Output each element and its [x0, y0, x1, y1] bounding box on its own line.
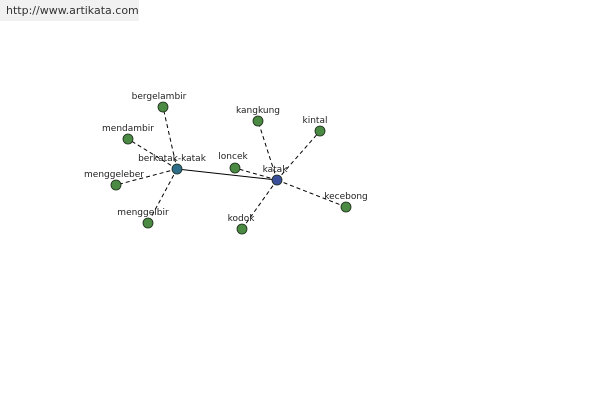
site-url[interactable]: http://www.artikata.com	[6, 4, 139, 17]
edge-berkatak-katak-menggeleber	[115, 168, 178, 186]
node-menggeleber[interactable]	[110, 179, 122, 191]
node-label-menggelbir[interactable]: menggelbir	[117, 208, 169, 218]
node-label-kintal[interactable]: kintal	[303, 116, 328, 126]
url-bar: http://www.artikata.com	[0, 0, 139, 21]
edge-katak-kangkung	[257, 120, 278, 181]
edge-katak-kodok	[241, 179, 278, 230]
edges-layer	[115, 106, 347, 230]
node-berkatak-katak[interactable]	[171, 163, 183, 175]
node-label-katak[interactable]: katak	[263, 165, 289, 175]
node-label-loncek[interactable]: loncek	[218, 152, 248, 162]
node-label-mendambir[interactable]: mendambir	[102, 124, 154, 134]
node-kecebong[interactable]	[340, 201, 352, 213]
edge-berkatak-katak-bergelambir	[162, 106, 178, 170]
node-menggelbir[interactable]	[142, 217, 154, 229]
node-katak[interactable]	[271, 174, 283, 186]
node-label-menggeleber[interactable]: menggeleber	[84, 170, 144, 180]
node-label-berkatak-katak[interactable]: berkatak-katak	[138, 154, 207, 164]
node-mendambir[interactable]	[122, 133, 134, 145]
node-label-bergelambir[interactable]: bergelambir	[132, 92, 187, 102]
edge-katak-kintal	[276, 130, 321, 181]
node-loncek[interactable]	[229, 162, 241, 174]
node-kodok[interactable]	[236, 223, 248, 235]
edge-berkatak-katak-menggelbir	[147, 168, 178, 224]
node-kintal[interactable]	[314, 125, 326, 137]
nodes-layer	[110, 101, 352, 235]
node-label-kecebong[interactable]: kecebong	[324, 192, 368, 202]
edge-berkatak-katak-katak	[176, 168, 278, 181]
edge-katak-kecebong	[276, 179, 347, 208]
labels-layer: katak berkatak-katak bergelambir mendambir m…	[84, 92, 368, 224]
edge-berkatak-katak-mendambir	[127, 138, 178, 170]
node-label-kangkung[interactable]: kangkung	[236, 106, 280, 116]
node-bergelambir[interactable]	[157, 101, 169, 113]
edge-katak-loncek	[234, 167, 278, 181]
node-label-kodok[interactable]: kodok	[228, 214, 256, 224]
node-kangkung[interactable]	[252, 115, 264, 127]
